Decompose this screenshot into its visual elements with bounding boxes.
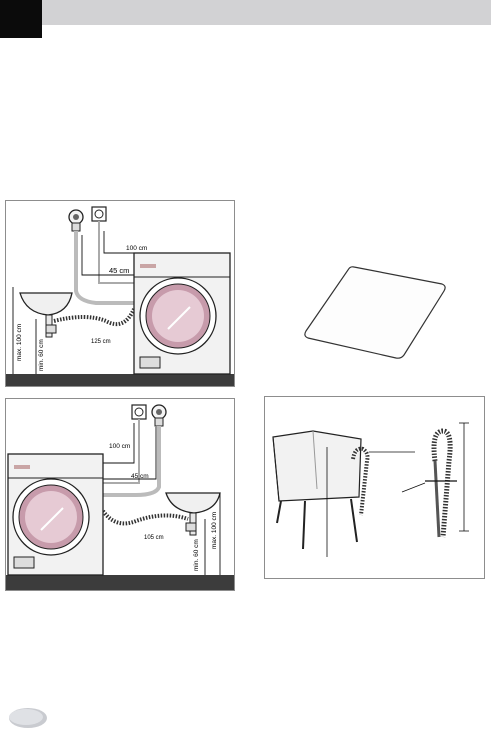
section-header-bar [42, 0, 491, 25]
faucet-height-label: 100 cm [126, 245, 147, 252]
laundry-tub-figure [264, 396, 485, 579]
top-distance-label: 45 cm [131, 473, 149, 480]
hose-guide-icon [401, 428, 457, 538]
laundry-tub-icon [272, 430, 362, 557]
washing-machine-icon [7, 453, 104, 576]
floor [6, 575, 234, 590]
power-socket-icon [91, 206, 107, 222]
figure-c-drawing [272, 422, 469, 557]
hose-length-label: 105 cm [144, 535, 164, 541]
section-header-block [0, 0, 42, 38]
drain-hose-icon [53, 308, 136, 326]
faucet-height-label: 100 cm [109, 443, 130, 450]
figure-b-drawing: 100 cm 45 cm 105 cm min. 60 cm max. 100 … [6, 404, 234, 590]
max-height-label: max. 100 cm [211, 512, 218, 549]
floor [6, 374, 234, 386]
installation-figure-right-sink: 100 cm 45 cm 105 cm min. 60 cm max. 100 … [5, 398, 235, 591]
max-height-label: max. 100 cm [16, 324, 23, 361]
sink-icon [165, 492, 221, 536]
floor-mat-icon [304, 266, 446, 359]
page-number-badge [9, 708, 47, 728]
water-tap-icon [68, 209, 84, 232]
figure-a-drawing: 100 cm 45 cm 125 cm max. 100 cm min. 60 … [6, 206, 234, 386]
sink-icon [19, 292, 73, 338]
power-socket-icon [131, 404, 147, 420]
installation-figure-left-sink: 100 cm 45 cm 125 cm max. 100 cm min. 60 … [5, 200, 235, 387]
min-height-label: min. 60 cm [38, 339, 45, 371]
water-tap-icon [151, 404, 167, 427]
min-height-label: min. 60 cm [193, 539, 200, 571]
drain-hose-icon [351, 446, 370, 516]
washing-machine-icon [133, 252, 231, 375]
drain-hose-icon [101, 509, 189, 526]
top-distance-label: 45 cm [109, 266, 129, 275]
hose-length-label: 125 cm [91, 339, 111, 345]
